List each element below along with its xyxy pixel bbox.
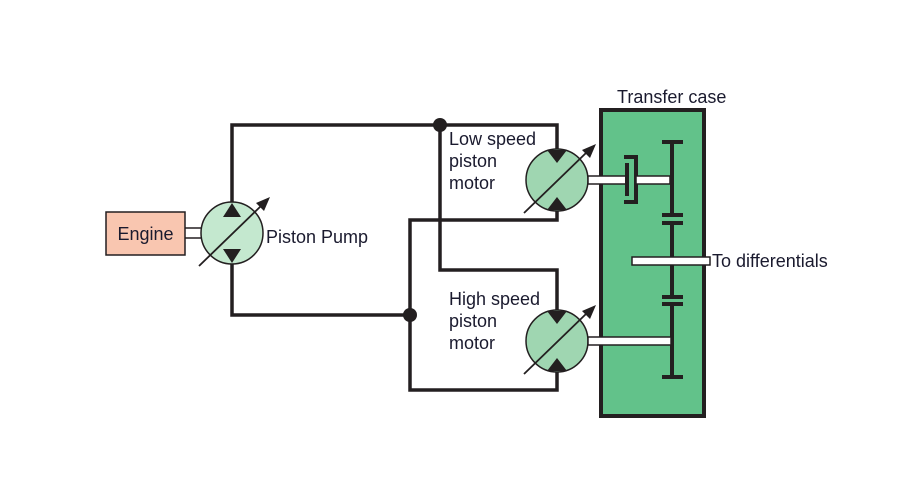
- arrowhead-icon: [582, 144, 596, 158]
- variable-displacement-arrow-icon: [198, 204, 263, 267]
- variable-displacement-arrow-icon: [523, 151, 588, 214]
- low-motor-return-line: [408, 208, 559, 392]
- high-speed-motor: High speed piston motor: [449, 289, 596, 375]
- hydraulic-lines: [230, 118, 559, 392]
- engine-label: Engine: [117, 224, 173, 244]
- junction-dot-top: [433, 118, 447, 132]
- motor-inlet-arrow-icon: [547, 150, 567, 163]
- high-motor-supply-line: [438, 123, 559, 312]
- low-motor-label: Low speed piston motor: [449, 129, 541, 193]
- variable-displacement-arrow-icon: [523, 312, 588, 375]
- output-label: To differentials: [712, 251, 828, 271]
- pump-outlet-arrow-icon: [223, 203, 241, 217]
- pump-high-pressure-line: [230, 123, 559, 202]
- pump-outlet-arrow-icon: [223, 249, 241, 263]
- arrowhead-icon: [582, 305, 596, 319]
- pump-return-line: [230, 263, 412, 317]
- engine-box: [105, 211, 186, 256]
- transfer-case-label: Transfer case: [617, 87, 726, 107]
- arrowhead-icon: [256, 197, 270, 211]
- pump-label: Piston Pump: [266, 227, 368, 247]
- piston-pump: Piston Pump: [198, 197, 368, 267]
- high-motor-shaft: [587, 336, 672, 346]
- output-shaft: [631, 256, 711, 266]
- clutch-output-shaft: [635, 175, 671, 185]
- engine: Engine: [105, 211, 203, 256]
- motor-outlet-arrow-icon: [547, 358, 567, 371]
- junction-dot-bottom: [403, 308, 417, 322]
- low-motor-shaft: [587, 175, 628, 185]
- low-speed-motor: Low speed piston motor: [449, 129, 596, 214]
- high-motor-label: High speed piston motor: [449, 289, 545, 353]
- motor-inlet-arrow-icon: [547, 311, 567, 324]
- motor-outlet-arrow-icon: [547, 197, 567, 210]
- transfer-case: Transfer case To differentials: [587, 87, 828, 418]
